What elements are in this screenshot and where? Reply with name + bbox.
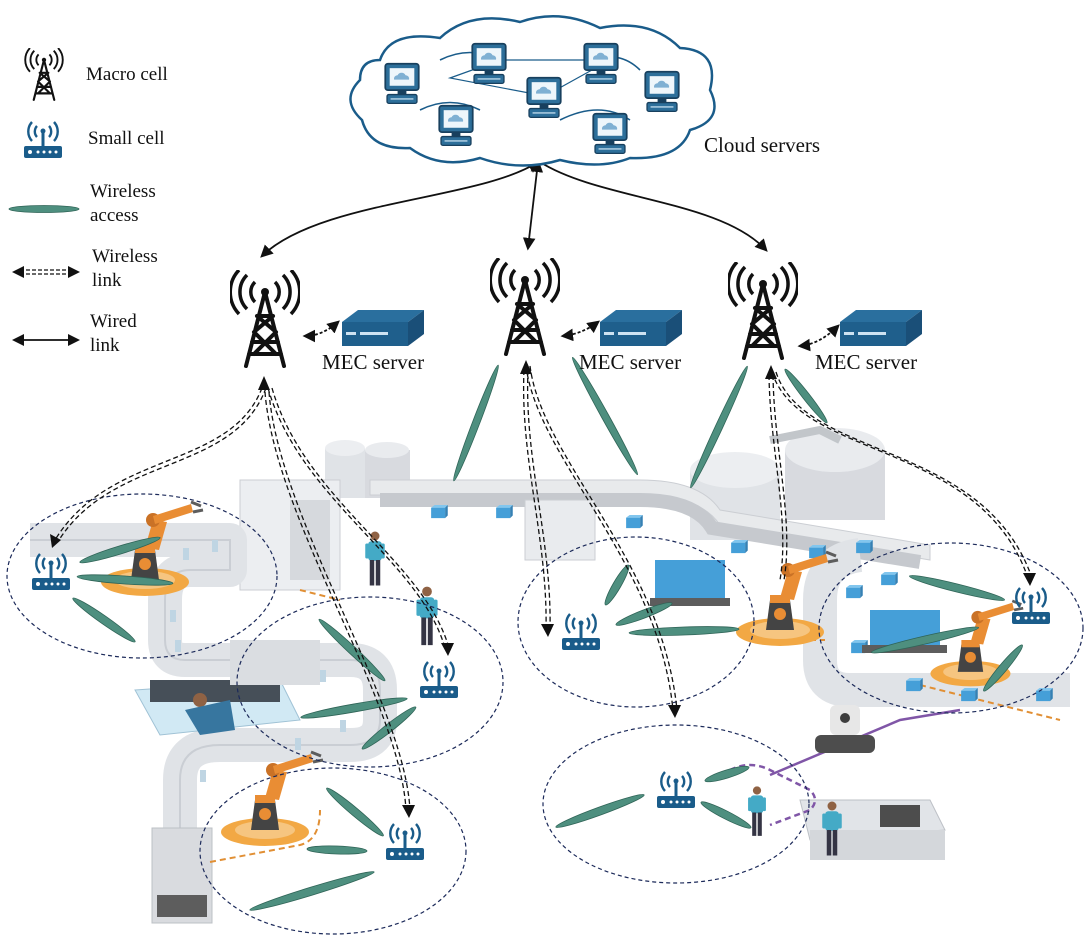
- legend-wireless-access-label-1: Wireless: [90, 181, 156, 202]
- legend-small-cell-label: Small cell: [88, 128, 165, 149]
- mec-server-label: MEC server: [322, 350, 425, 374]
- small-cell-router-icon: [418, 660, 460, 700]
- wireless-links: [54, 365, 1033, 811]
- factory-floor-illustration: [30, 425, 1070, 924]
- wireless-access-beams: [72, 356, 1023, 911]
- coverage-area: [6, 493, 278, 659]
- mec-server-icon: [342, 310, 424, 346]
- coverage-area: [517, 536, 755, 708]
- small-cell-router-icon: [1010, 586, 1052, 626]
- coverage-area: [199, 767, 467, 935]
- cloud-server-icon: [471, 42, 507, 85]
- legend-small-cell-icon: [22, 120, 64, 160]
- robot-arm-icon: [929, 599, 1025, 688]
- mec-server-label: MEC server: [815, 350, 918, 374]
- legend: [8, 48, 80, 346]
- legend-wireless-link-icon: [20, 269, 72, 275]
- legend-wireless-access-label-2: access: [90, 205, 139, 226]
- cloud-servers-cluster: [349, 14, 716, 167]
- small-cell-router-icon: [655, 770, 697, 810]
- macro-cell-tower-icon: [230, 270, 300, 368]
- worker-icon: [748, 786, 766, 836]
- coverage-area: [542, 724, 810, 884]
- cloud-server-icon: [592, 112, 628, 155]
- mec-server-label: MEC server: [579, 350, 682, 374]
- coverage-area: [818, 542, 1084, 714]
- coverage-area: [236, 596, 504, 768]
- macro-cell-tower-icon: [728, 262, 798, 360]
- cloud-server-icon: [384, 62, 420, 105]
- cloud-server-icon: [438, 104, 474, 147]
- mec-server-icon: [600, 310, 682, 346]
- legend-macro-cell-label: Macro cell: [86, 64, 168, 85]
- legend-wireless-access-icon: [8, 205, 80, 213]
- legend-wired-link-icon: [12, 334, 80, 346]
- legend-wired-link-label-2: link: [90, 335, 120, 356]
- legend-wired-link-label-1: Wired: [90, 311, 137, 332]
- mec-server-icon: [840, 310, 922, 346]
- legend-wireless-link-label-2: link: [92, 270, 122, 291]
- cloud-server-icon: [526, 76, 562, 119]
- wireless-link-arrowheads: [50, 360, 1036, 818]
- coverage-areas: [6, 493, 1084, 935]
- legend-wireless-link-label-1: Wireless: [92, 246, 158, 267]
- small-cell-router-icon: [30, 552, 72, 592]
- macro-cell-tower-icon: [490, 258, 560, 356]
- legend-macro-cell-icon: [24, 48, 64, 101]
- cloud-servers-label: Cloud servers: [704, 133, 821, 157]
- small-cell-router-icon: [384, 822, 426, 862]
- wired-links: [260, 159, 840, 352]
- worker-icon: [416, 586, 438, 646]
- cloud-server-icon: [644, 70, 680, 113]
- cloud-server-icon: [583, 42, 619, 85]
- small-cell-router-icon: [560, 612, 602, 652]
- robot-arm-icon: [219, 750, 325, 848]
